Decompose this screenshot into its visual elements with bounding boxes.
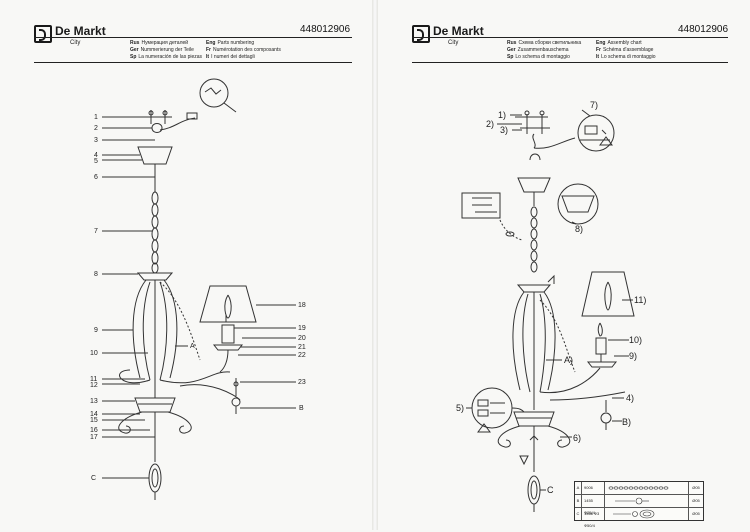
left-header-rule — [34, 37, 352, 38]
svg-text:21: 21 — [298, 344, 306, 351]
svg-text:11): 11) — [634, 295, 646, 305]
svg-text:8: 8 — [94, 271, 98, 278]
svg-text:2): 2) — [486, 119, 494, 129]
svg-text:5): 5) — [456, 403, 464, 413]
right-chandelier-drawing — [461, 109, 635, 512]
svg-text:6: 6 — [94, 174, 98, 181]
table-row: C 1566 Ф3 Ф50/4 Ø05 — [575, 508, 703, 528]
right-header-rule-bottom — [412, 62, 728, 63]
svg-text:9): 9) — [629, 351, 637, 361]
svg-text:C: C — [91, 475, 96, 482]
left-part-labels: 1 2 3 4 5 6 7 8 9 10 11 12 13 14 15 16 1… — [90, 114, 306, 482]
svg-text:9: 9 — [94, 327, 98, 334]
svg-text:12: 12 — [90, 382, 98, 389]
parts-table: A 9006 Ø05 B 1455 Ф25/4 Ø05 C 1566 Ф3 Ф5… — [574, 481, 704, 528]
svg-text:A): A) — [564, 355, 573, 365]
svg-text:5: 5 — [94, 158, 98, 165]
svg-text:2: 2 — [94, 125, 98, 132]
left-page — [0, 0, 372, 530]
page-fold — [372, 0, 378, 530]
logo-brand: De Markt — [55, 24, 106, 38]
svg-text:10: 10 — [90, 350, 98, 357]
svg-text:4: 4 — [94, 152, 98, 159]
svg-text:19: 19 — [298, 325, 306, 332]
svg-text:22: 22 — [298, 352, 306, 359]
svg-text:1: 1 — [94, 114, 98, 121]
logo-city: City — [448, 40, 459, 46]
svg-text:15: 15 — [90, 417, 98, 424]
svg-text:4): 4) — [626, 393, 634, 403]
svg-text:14: 14 — [90, 411, 98, 418]
svg-text:7): 7) — [590, 100, 598, 110]
svg-text:20: 20 — [298, 335, 306, 342]
svg-text:23: 23 — [298, 379, 306, 386]
svg-text:1): 1) — [498, 110, 506, 120]
table-row: A 9006 Ø05 — [575, 482, 703, 495]
svg-text:10): 10) — [629, 335, 642, 345]
svg-text:18: 18 — [298, 302, 306, 309]
svg-text:11: 11 — [90, 376, 97, 383]
svg-text:C: C — [547, 485, 554, 495]
logo-mark-icon — [412, 25, 430, 43]
svg-text:A: A — [190, 343, 195, 350]
svg-text:13: 13 — [90, 398, 98, 405]
svg-text:3: 3 — [94, 137, 98, 144]
logo-city: City — [70, 40, 81, 46]
right-header-rule — [412, 37, 728, 38]
right-page — [378, 0, 750, 530]
logo-brand: De Markt — [433, 24, 484, 38]
left-header-rule-bottom — [34, 62, 352, 63]
logo-mark-icon — [34, 25, 52, 43]
table-row: B 1455 Ф25/4 Ø05 — [575, 495, 703, 515]
svg-text:B: B — [299, 405, 304, 412]
right-step-labels: 1) 2) 3) 7) 8) 11) 10) 9) A) 4) B) 5) 6)… — [456, 100, 646, 495]
svg-text:16: 16 — [90, 427, 98, 434]
left-product-code: 448012906 — [300, 24, 351, 35]
svg-text:6): 6) — [573, 433, 581, 443]
left-chandelier-drawing — [102, 78, 296, 500]
svg-text:3): 3) — [500, 125, 508, 135]
svg-text:8): 8) — [575, 224, 583, 234]
right-product-code: 448012906 — [678, 24, 729, 35]
svg-text:B): B) — [622, 417, 631, 427]
svg-text:17: 17 — [90, 434, 98, 441]
svg-text:7: 7 — [94, 228, 98, 235]
